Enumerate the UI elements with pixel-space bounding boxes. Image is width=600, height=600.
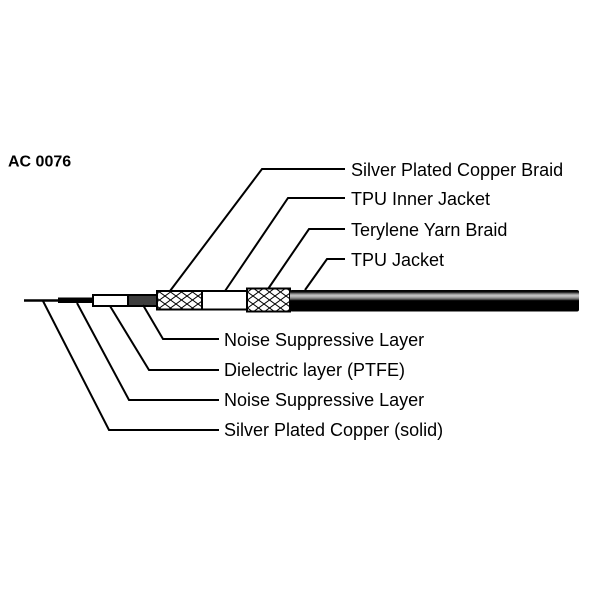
leader-silver-plated-copper-solid <box>42 300 219 431</box>
yarn-braid-crosshatch <box>247 288 290 312</box>
braid-crosshatch <box>157 291 202 310</box>
leader-terylene-yarn-braid <box>267 228 345 290</box>
leader-noise-suppressive-inner <box>76 302 219 401</box>
layer-noise-suppressive-outer <box>127 294 159 307</box>
leader-dielectric-ptfe <box>109 305 219 371</box>
leader-noise-suppressive-outer <box>142 304 219 340</box>
callout-label-silver-plated-copper-braid: Silver Plated Copper Braid <box>351 160 563 180</box>
callout-label-dielectric-ptfe: Dielectric layer (PTFE) <box>224 360 405 380</box>
layer-tpu-jacket <box>290 290 579 312</box>
layer-silver-plated-copper-braid <box>156 290 203 311</box>
cable-body <box>24 287 579 313</box>
part-number: AC 0076 <box>8 154 71 171</box>
callout-labels: Silver Plated Copper Braid TPU Inner Jac… <box>224 160 563 440</box>
callout-label-tpu-inner-jacket: TPU Inner Jacket <box>351 189 490 209</box>
leader-silver-plated-copper-braid <box>169 168 345 292</box>
callout-label-noise-suppressive-inner: Noise Suppressive Layer <box>224 390 424 410</box>
callout-label-terylene-yarn-braid: Terylene Yarn Braid <box>351 220 507 240</box>
layer-noise-suppressive-inner <box>58 297 93 303</box>
callout-label-noise-suppressive-outer: Noise Suppressive Layer <box>224 330 424 350</box>
leader-tpu-inner-jacket <box>224 197 345 292</box>
leader-lines <box>42 168 345 431</box>
callout-label-tpu-jacket: TPU Jacket <box>351 250 444 270</box>
callout-label-silver-plated-copper-solid: Silver Plated Copper (solid) <box>224 420 443 440</box>
layer-tpu-inner-jacket <box>201 290 248 311</box>
layer-terylene-yarn-braid <box>246 287 291 313</box>
leader-tpu-jacket <box>304 258 345 291</box>
layer-dielectric-ptfe <box>92 294 130 307</box>
